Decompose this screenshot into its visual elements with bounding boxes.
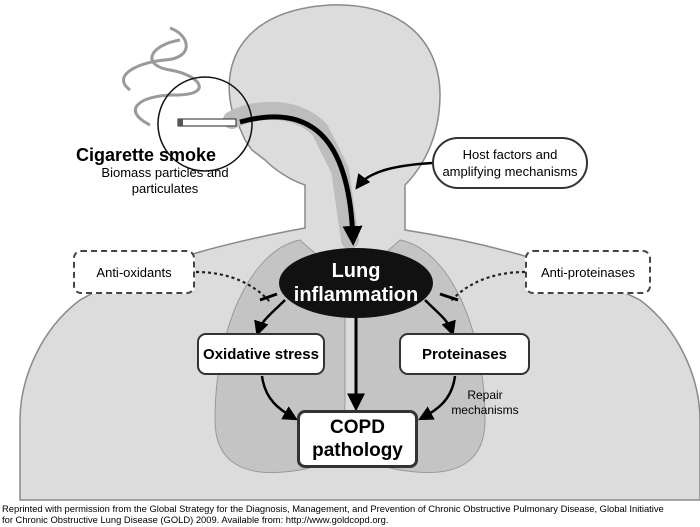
lung-inflammation-line1: Lung bbox=[331, 260, 381, 282]
repair-line1: Repair bbox=[467, 388, 503, 402]
cigarette-smoke-title: Cigarette smoke bbox=[76, 145, 217, 165]
footnote-line1: Reprinted with permission from the Globa… bbox=[2, 503, 664, 514]
copd-pathology-box: COPD pathology bbox=[297, 410, 418, 468]
antioxidant-block-bar bbox=[259, 292, 278, 302]
host-factors-arrow bbox=[355, 161, 433, 190]
smoke-wisps bbox=[122, 26, 201, 127]
proteinases-to-copd-arrow bbox=[418, 375, 457, 421]
copd-line2: pathology bbox=[312, 440, 403, 461]
host-factors-box: Host factors and amplifying mechanisms bbox=[432, 137, 588, 189]
antiproteinase-block-bar bbox=[439, 292, 459, 302]
proteinases-label: Proteinases bbox=[421, 345, 508, 363]
host-factors-line2: amplifying mechanisms bbox=[442, 164, 578, 179]
inflammation-to-oxidative-arrow bbox=[254, 299, 286, 337]
reprint-footnote: Reprinted with permission from the Globa… bbox=[2, 503, 698, 525]
repair-mechanisms-label: Repair mechanisms bbox=[447, 388, 523, 418]
anti-proteinases-label: Anti-proteinases bbox=[541, 264, 635, 280]
repair-line2: mechanisms bbox=[451, 403, 519, 417]
smoke-to-inflammation-arrow bbox=[239, 114, 363, 246]
footnote-line2: for Chronic Obstructive Lung Disease (GO… bbox=[2, 514, 389, 525]
lung-inflammation-ellipse: Lung inflammation bbox=[279, 248, 433, 318]
oxidative-to-copd-arrow bbox=[260, 375, 298, 421]
cigarette-smoke-subtitle: Biomass particles and particulates bbox=[90, 165, 240, 197]
magnifier-circle bbox=[157, 76, 253, 172]
smoke-subtitle-line2: particulates bbox=[131, 181, 199, 196]
anti-proteinases-box: Anti-proteinases bbox=[525, 250, 651, 294]
smoke-subtitle-line1: Biomass particles and bbox=[101, 165, 229, 180]
cigarette bbox=[177, 118, 237, 127]
proteinases-box: Proteinases bbox=[399, 333, 530, 375]
anti-oxidants-box: Anti-oxidants bbox=[73, 250, 195, 294]
oxidative-stress-label: Oxidative stress bbox=[203, 345, 319, 363]
host-factors-line1: Host factors and bbox=[462, 147, 558, 162]
oxidative-stress-box: Oxidative stress bbox=[197, 333, 325, 375]
anti-oxidants-label: Anti-oxidants bbox=[96, 264, 172, 280]
lung-inflammation-line2: inflammation bbox=[293, 284, 419, 306]
inflammation-to-proteinases-arrow bbox=[424, 299, 456, 337]
copd-line1: COPD bbox=[330, 417, 385, 438]
